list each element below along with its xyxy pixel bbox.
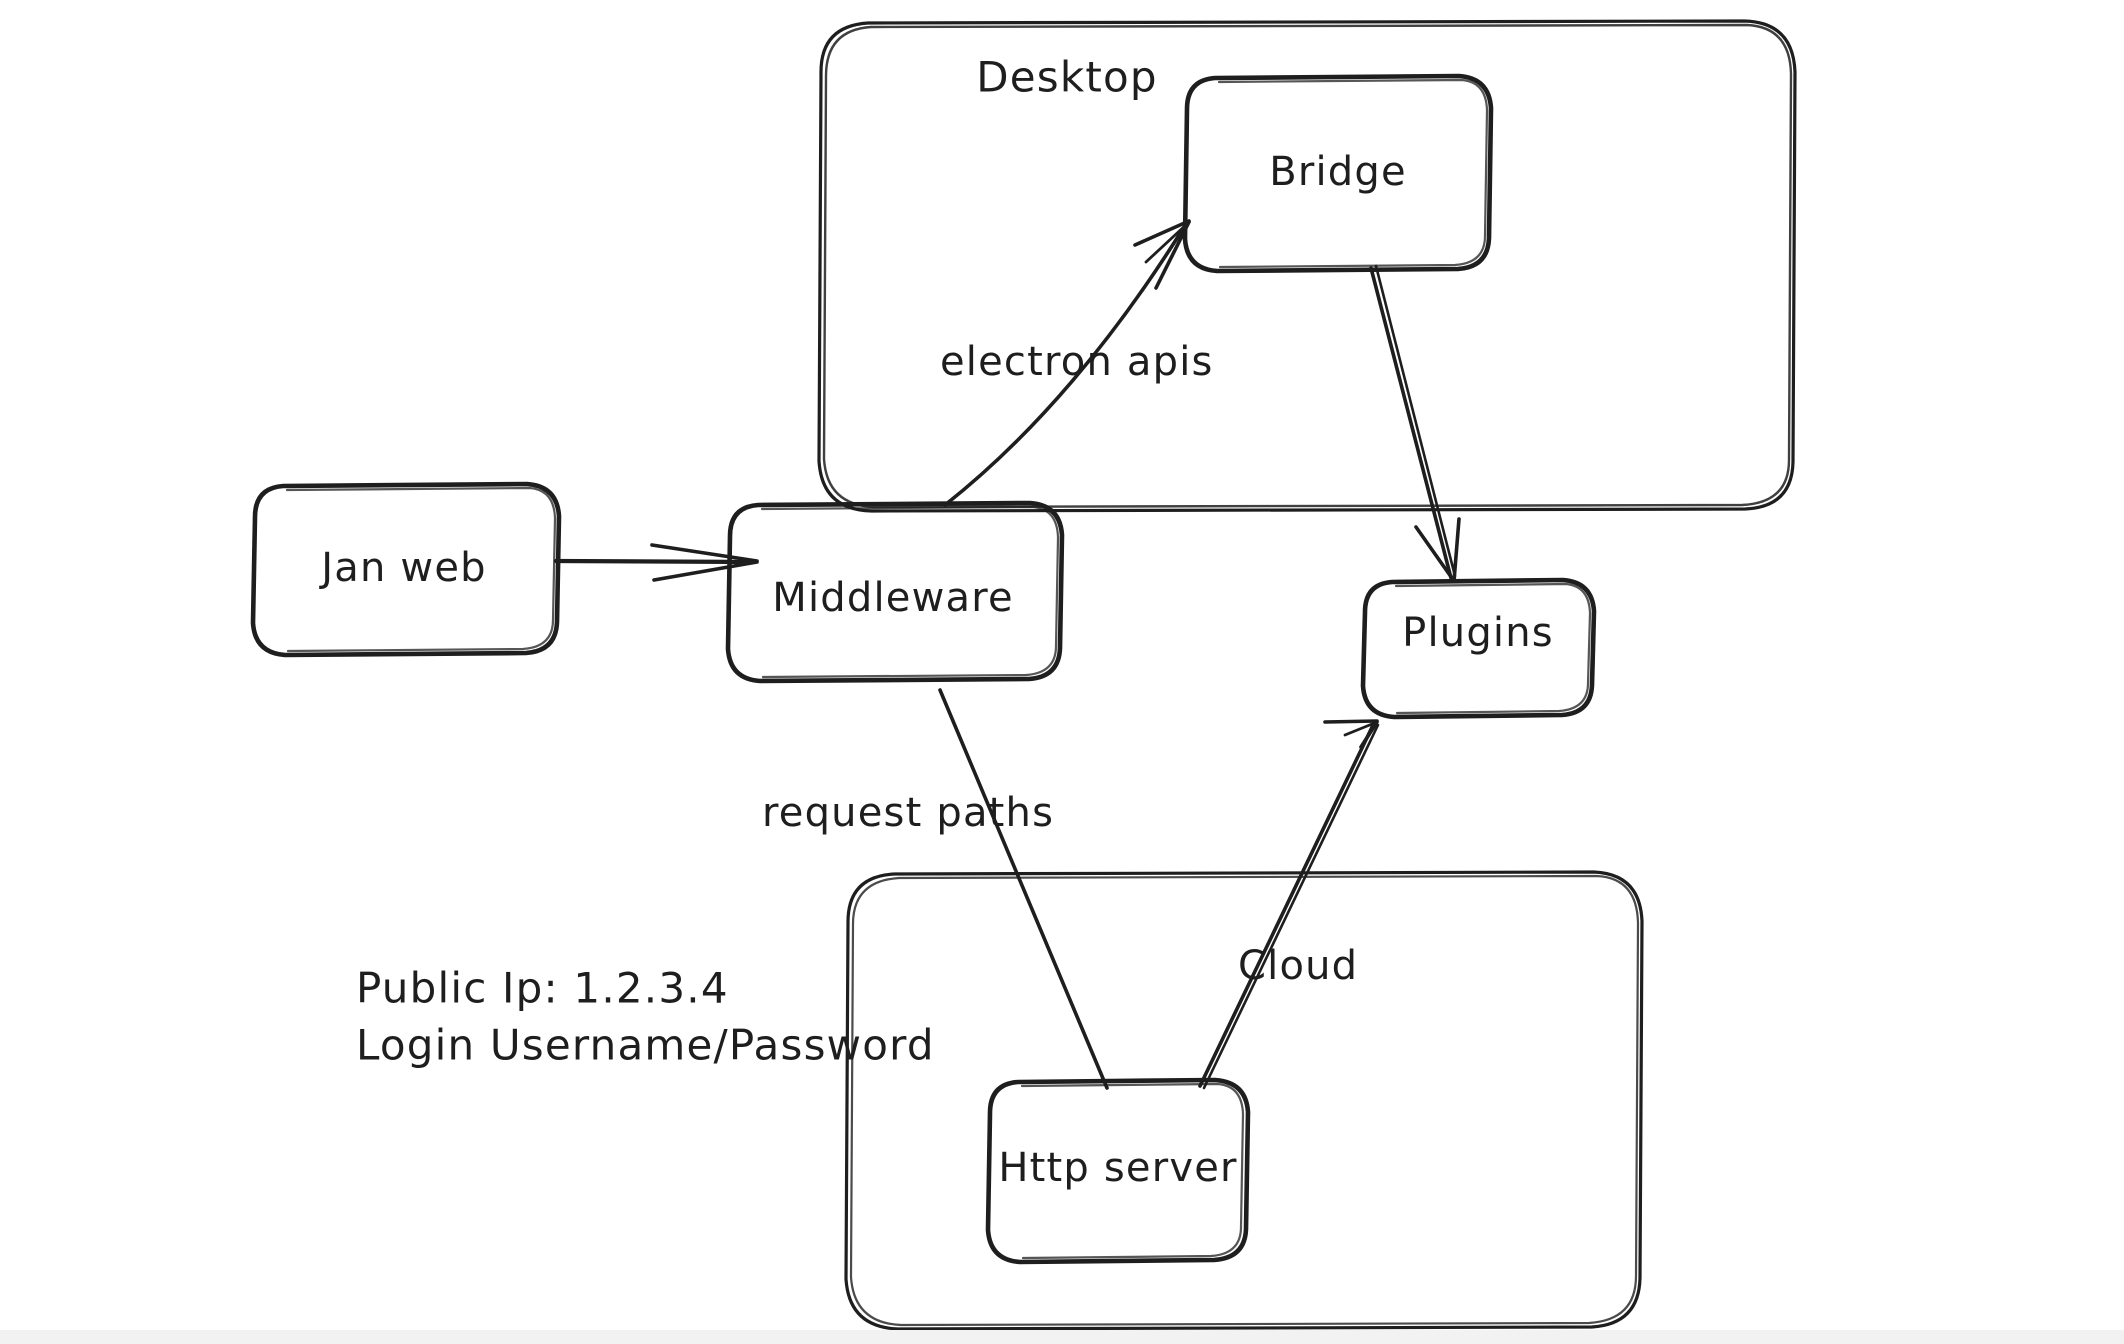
node-http-server[interactable]: Http server [985,1077,1251,1265]
edge-middleware-to-bridge-arrowhead-left [1133,219,1191,247]
edge-httpserver-to-plugins-line-double [1202,723,1380,1090]
note-public-ip: Public Ip: 1.2.3.4 [356,964,729,1013]
edge-bridge-to-plugins[interactable] [1369,264,1461,583]
note-block[interactable]: Public Ip: 1.2.3.4 Login Username/Passwo… [356,964,935,1070]
bottom-edge-strip [0,1330,2124,1344]
node-plugins-label: Plugins [1402,610,1554,656]
group-desktop[interactable]: Desktop [817,19,1797,513]
edge-middleware-to-httpserver[interactable]: request paths [762,688,1109,1090]
edge-middleware-to-httpserver-line [938,688,1109,1090]
group-cloud[interactable] [844,870,1644,1331]
node-http-server-label: Http server [998,1145,1237,1191]
note-login-credentials: Login Username/Password [356,1021,935,1070]
node-bridge-label: Bridge [1269,149,1407,195]
group-cloud-outline [844,870,1644,1331]
edge-middleware-to-bridge[interactable]: electron apis [940,219,1214,507]
node-http-server-box-shadow [1020,1082,1245,1260]
edge-httpserver-to-plugins-arrowhead-right [1343,720,1379,737]
node-http-server-box [985,1077,1251,1265]
node-bridge-box-shadow [1217,78,1489,269]
edge-bridge-to-plugins-arrowhead-right [1452,517,1461,583]
edge-httpserver-to-plugins-label: Cloud [1238,943,1358,989]
node-jan-web-label: Jan web [318,545,487,591]
group-cloud-outline-shadow [849,874,1640,1327]
edge-httpserver-to-plugins-arrowhead-mid [1359,720,1379,749]
edge-middleware-to-bridge-label: electron apis [940,339,1214,385]
group-desktop-outline-shadow [822,23,1793,509]
node-middleware-box [725,500,1065,684]
node-jan-web[interactable]: Jan web [250,481,562,658]
edge-janweb-to-middleware-line [553,558,757,565]
edge-janweb-to-middleware[interactable] [553,543,759,582]
edge-httpserver-to-plugins-arrowhead-left [1323,719,1379,724]
node-plugins-box [1360,577,1597,720]
group-desktop-label: Desktop [976,53,1158,102]
edge-janweb-to-middleware-arrowhead-lower [652,560,759,582]
group-desktop-outline [817,19,1797,513]
node-jan-web-box [250,481,562,658]
node-jan-web-box-shadow [285,486,557,653]
node-middleware[interactable]: Middleware [725,500,1065,684]
node-middleware-box-shadow [760,505,1060,679]
edge-middleware-to-bridge-line [943,222,1188,507]
edge-httpserver-to-plugins[interactable]: Cloud [1198,719,1380,1090]
node-bridge[interactable]: Bridge [1182,73,1494,274]
node-middleware-label: Middleware [772,575,1014,621]
edge-httpserver-to-plugins-line [1198,721,1376,1088]
edge-bridge-to-plugins-line-double [1374,264,1457,578]
node-plugins-box-shadow [1394,582,1592,715]
edge-bridge-to-plugins-line [1369,266,1453,580]
edge-janweb-to-middleware-arrowhead-upper [650,543,759,563]
edge-middleware-to-bridge-arrowhead-mid [1144,221,1190,264]
node-bridge-box [1182,73,1494,274]
edge-bridge-to-plugins-arrowhead-left [1414,525,1456,583]
edge-middleware-to-httpserver-label: request paths [762,790,1054,836]
node-plugins[interactable]: Plugins [1360,577,1597,720]
